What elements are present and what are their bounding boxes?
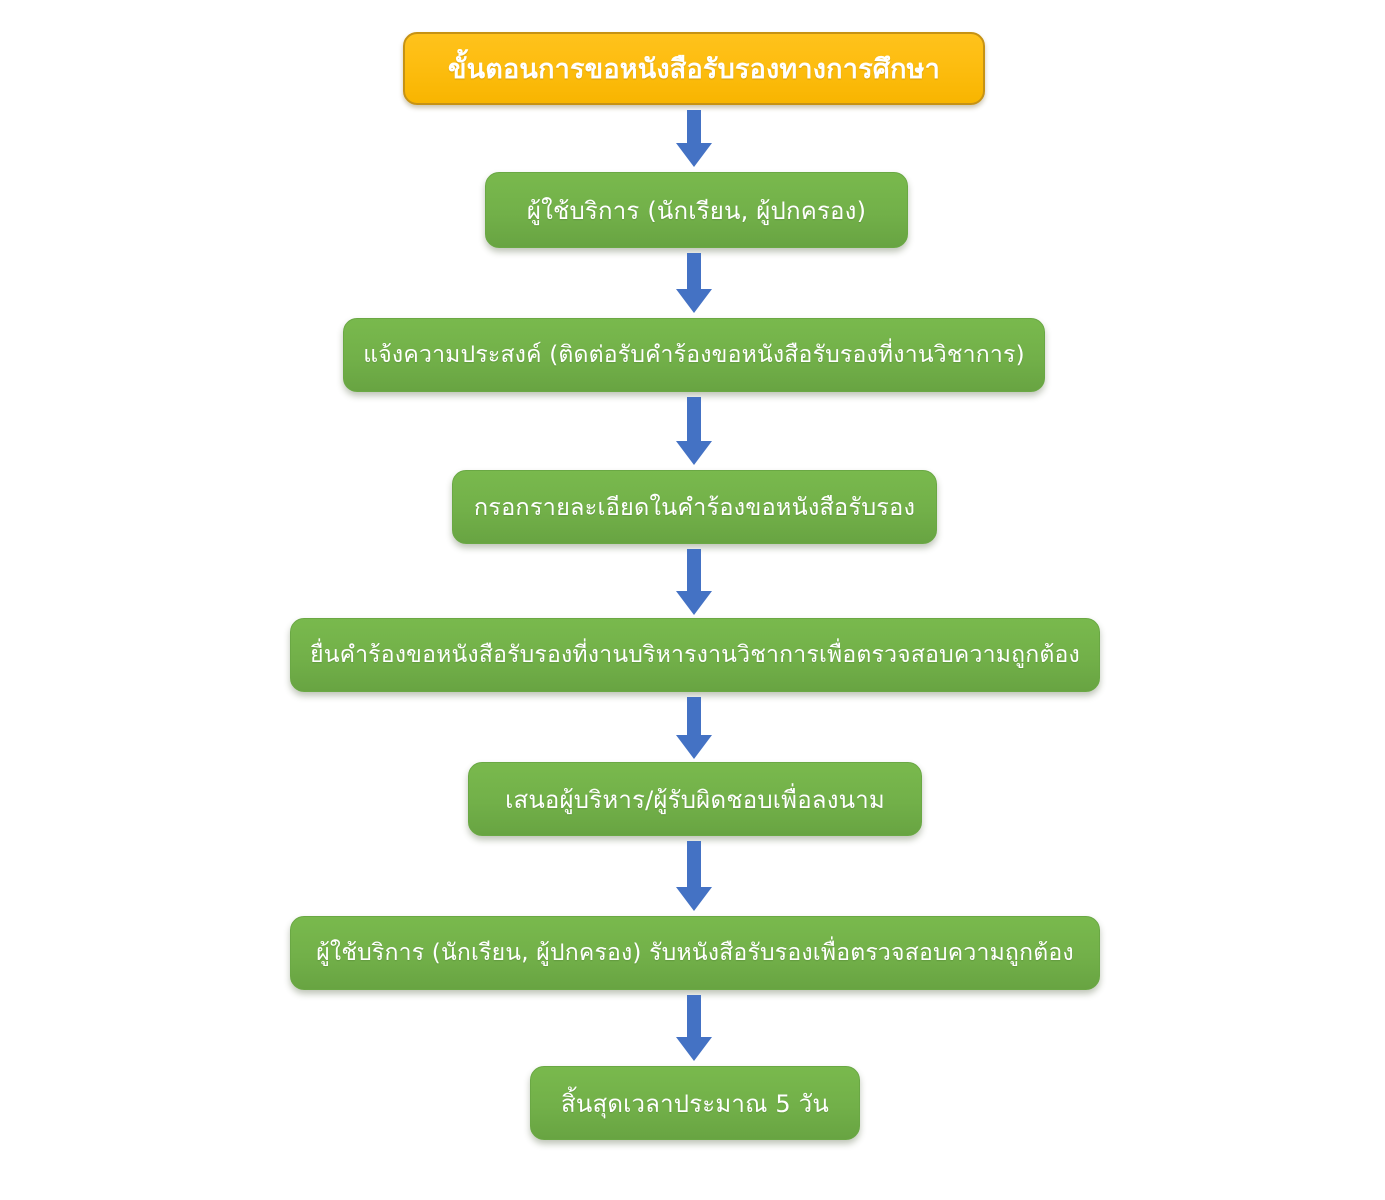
arrow-down-icon: [676, 110, 712, 167]
flow-node-fill-request-form-label: กรอกรายละเอียดในคำร้องขอหนังสือรับรอง: [473, 493, 916, 522]
arrow-down-icon: [676, 549, 712, 615]
flow-node-submit-to-executive-label: เสนอผู้บริหาร/ผู้รับผิดชอบเพื่อลงนาม: [505, 785, 885, 814]
flow-node-submit-request[interactable]: ยื่นคำร้องขอหนังสือรับรองที่งานบริหารงาน…: [290, 618, 1100, 692]
flow-node-service-user[interactable]: ผู้ใช้บริการ (นักเรียน, ผู้ปกครอง): [485, 172, 908, 248]
flow-node-fill-request-form[interactable]: กรอกรายละเอียดในคำร้องขอหนังสือรับรอง: [452, 470, 937, 544]
arrow-down-icon: [676, 253, 712, 313]
flow-node-end[interactable]: สิ้นสุดเวลาประมาณ 5 วัน: [530, 1066, 860, 1140]
flow-node-service-user-label: ผู้ใช้บริการ (นักเรียน, ผู้ปกครอง): [526, 196, 867, 225]
arrow-down-icon: [676, 397, 712, 465]
flow-node-submit-request-label: ยื่นคำร้องขอหนังสือรับรองที่งานบริหารงาน…: [310, 642, 1080, 669]
arrow-down-icon: [676, 697, 712, 759]
flow-node-receive-certificate-label: ผู้ใช้บริการ (นักเรียน, ผู้ปกครอง) รับหน…: [316, 940, 1074, 967]
arrow-down-icon: [676, 841, 712, 911]
flow-node-start[interactable]: ขั้นตอนการขอหนังสือรับรองทางการศึกษา: [403, 32, 985, 105]
flow-node-receive-certificate[interactable]: ผู้ใช้บริการ (นักเรียน, ผู้ปกครอง) รับหน…: [290, 916, 1100, 990]
arrow-down-icon: [676, 995, 712, 1061]
flow-node-declare-intent-label: แจ้งความประสงค์ (ติดต่อรับคำร้องขอหนังสื…: [363, 342, 1025, 369]
flow-node-start-label: ขั้นตอนการขอหนังสือรับรองทางการศึกษา: [447, 53, 941, 85]
flow-node-submit-to-executive[interactable]: เสนอผู้บริหาร/ผู้รับผิดชอบเพื่อลงนาม: [468, 762, 922, 836]
flow-node-declare-intent[interactable]: แจ้งความประสงค์ (ติดต่อรับคำร้องขอหนังสื…: [343, 318, 1045, 392]
flow-node-end-label: สิ้นสุดเวลาประมาณ 5 วัน: [561, 1089, 829, 1118]
